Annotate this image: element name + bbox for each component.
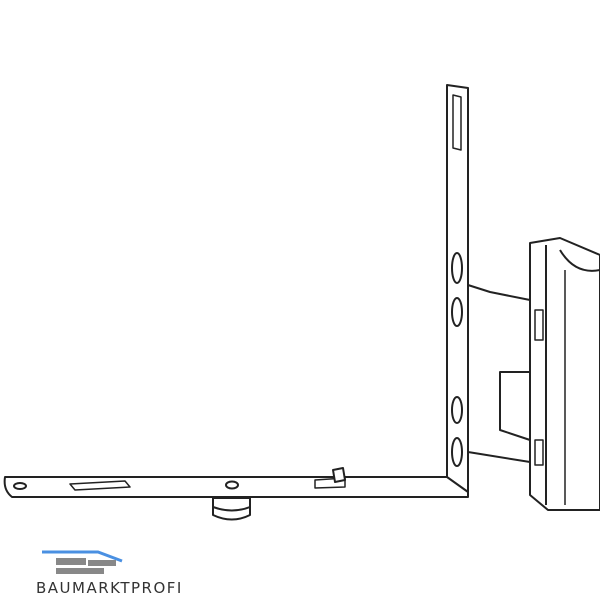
logo-roof-icon (42, 550, 123, 574)
baumarktprofi-logo: BAUMARKTPROFI (30, 545, 183, 600)
logo-text: BAUMARKTPROFI (36, 579, 183, 597)
bottom-pin (212, 497, 251, 521)
connector-arm (467, 284, 531, 463)
